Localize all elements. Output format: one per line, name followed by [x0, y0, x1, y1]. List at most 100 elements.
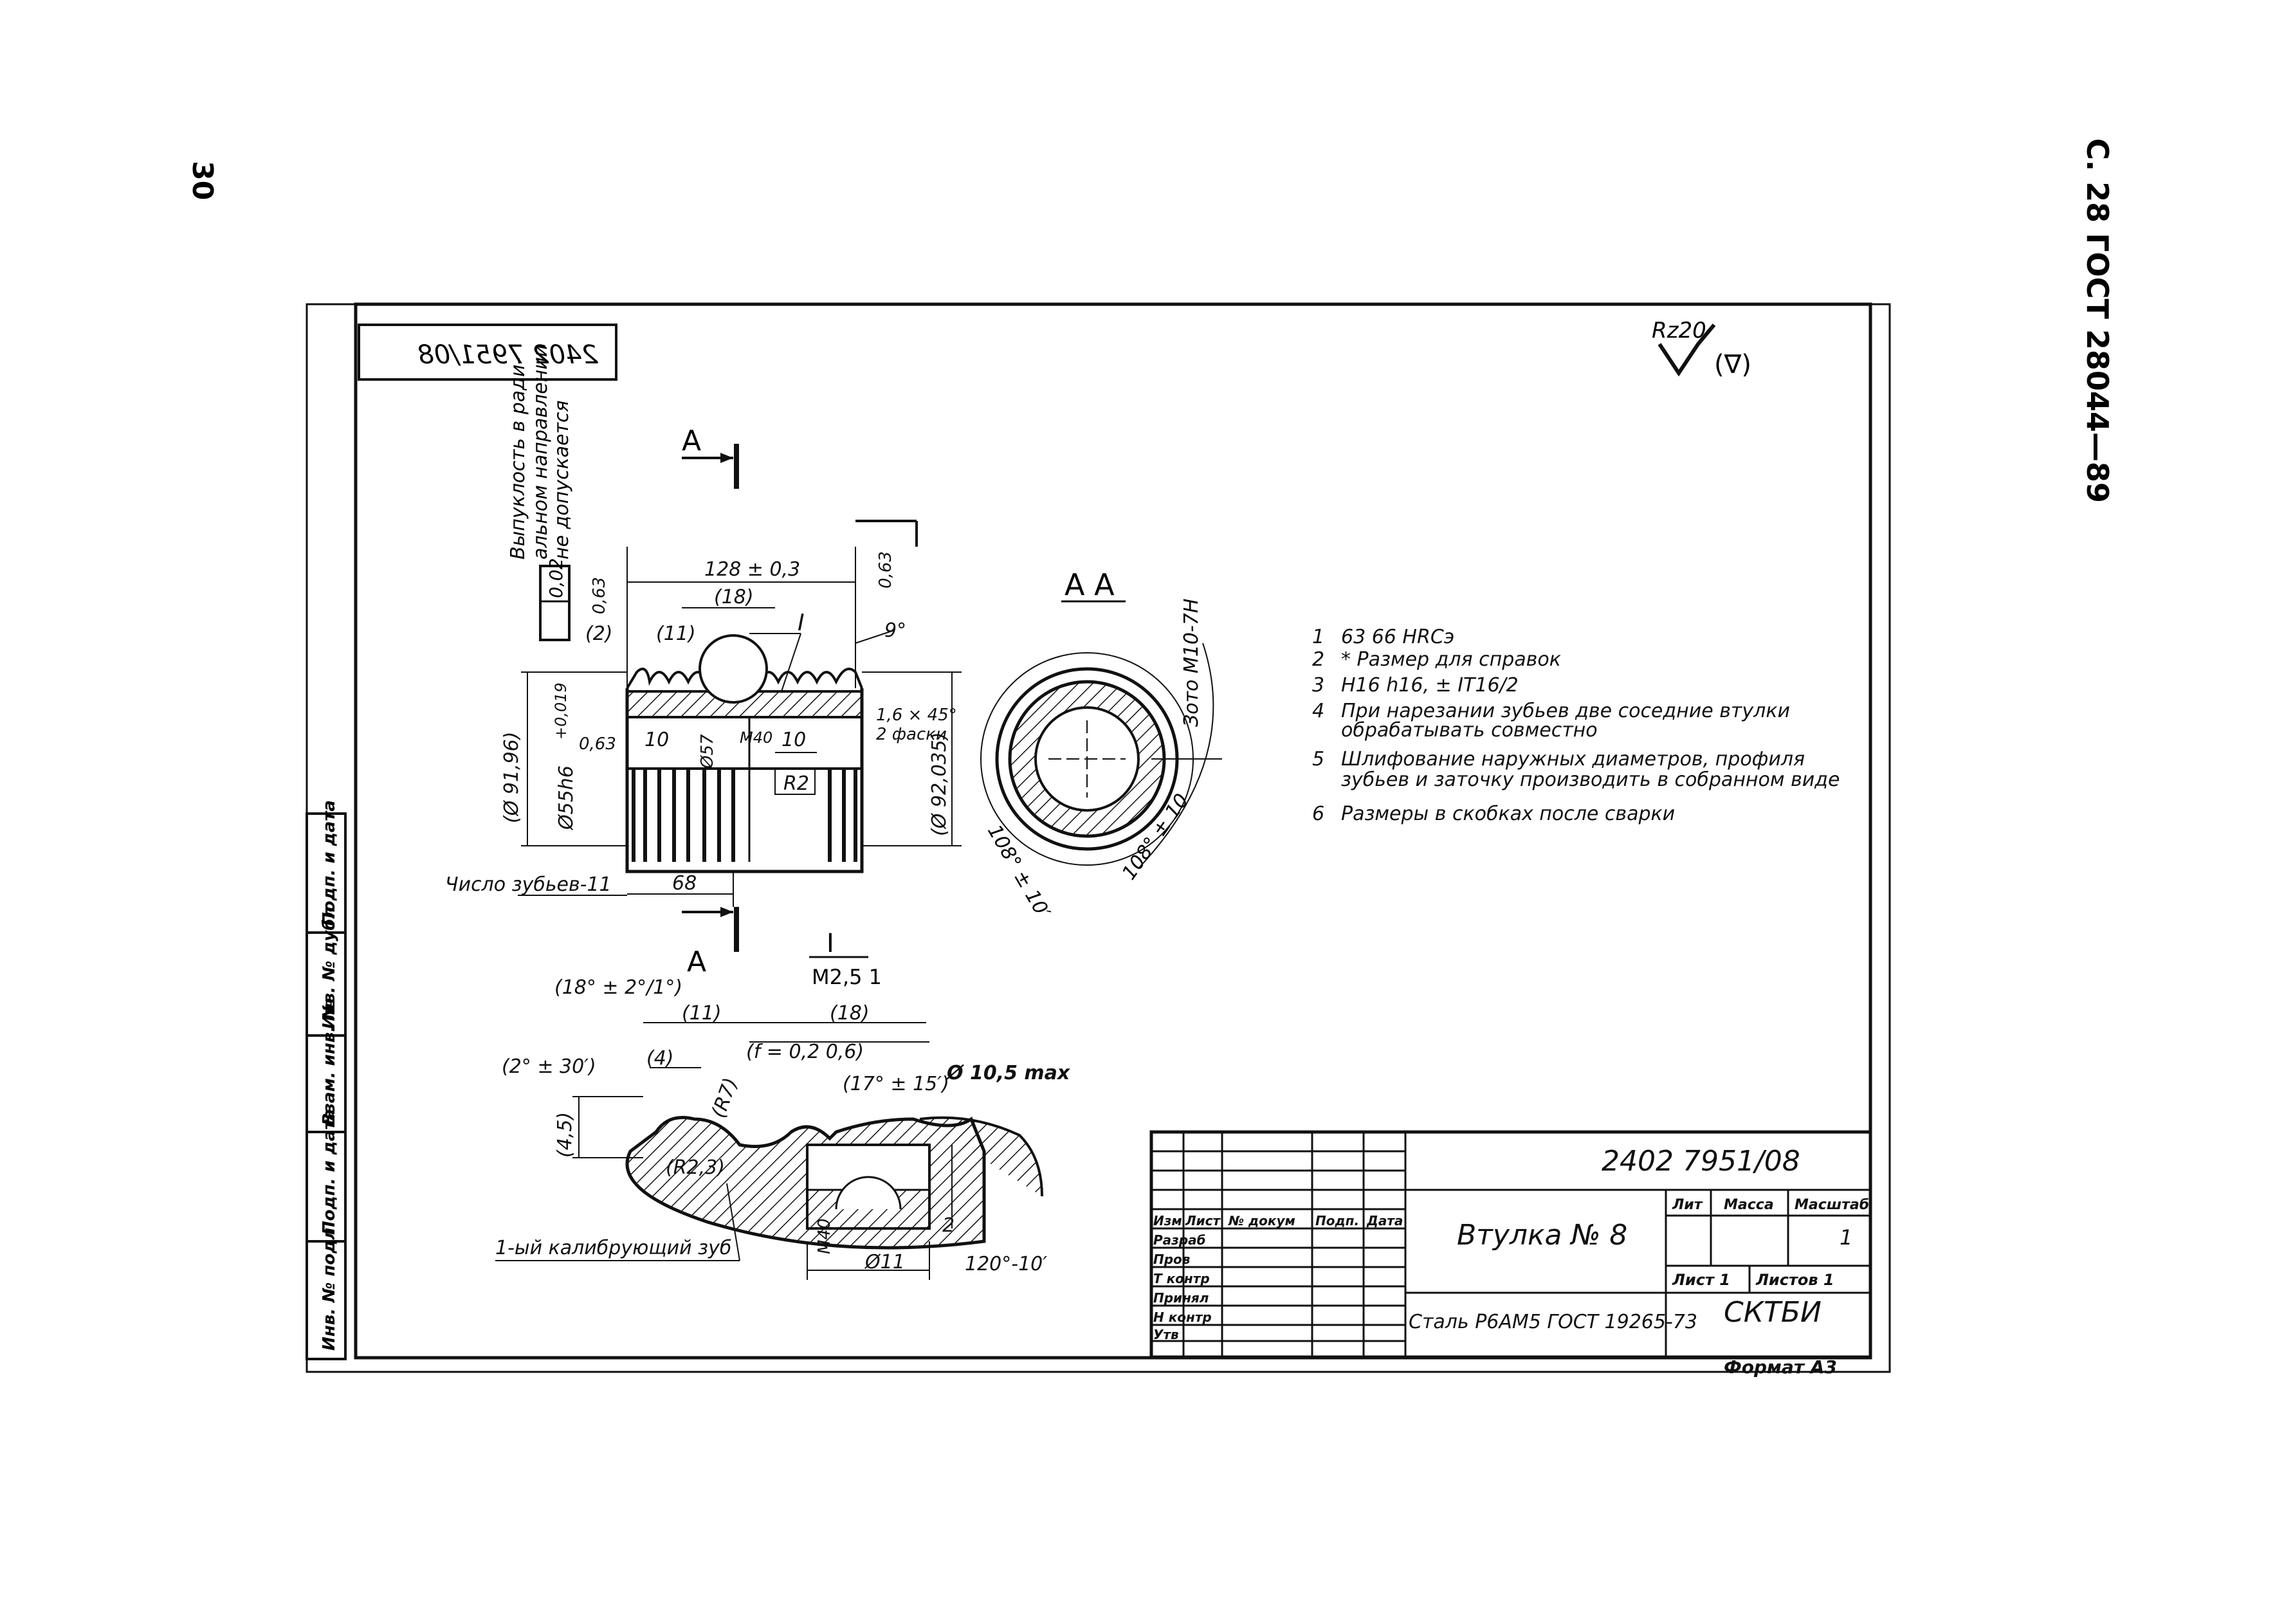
svg-text:(17° ± 15′): (17° ± 15′)	[843, 1073, 949, 1095]
svg-text:Инв. № подл: Инв. № подл	[320, 1228, 339, 1351]
svg-text:При нарезании зубьев две сосед: При нарезании зубьев две соседние втулки	[1341, 700, 1790, 722]
svg-text:Инв. № дубл: Инв. № дубл	[320, 906, 339, 1029]
svg-text:Принял: Принял	[1153, 1290, 1209, 1306]
section-marker-top: A	[682, 424, 739, 489]
svg-text:Лит: Лит	[1672, 1197, 1703, 1213]
svg-text:Разраб: Разраб	[1153, 1232, 1206, 1248]
svg-text:(11): (11)	[682, 1002, 722, 1025]
svg-text:(4,5): (4,5)	[554, 1112, 576, 1158]
roughness-symbol: Rz20 (∇)	[1652, 318, 1751, 379]
svg-text:1: 1	[1312, 626, 1324, 648]
svg-text:1,6 × 45°: 1,6 × 45°	[876, 706, 957, 725]
tolerance-frame: 0,02	[539, 558, 571, 641]
svg-text:120°-10′: 120°-10′	[965, 1253, 1047, 1275]
title-block: 2402 7951/08 Втулка № 8 Сталь Р6АМ5 ГОСТ…	[1149, 1130, 1872, 1378]
technical-notes: 1 63 66 HRCэ 2 * Размер для справок 3 H1…	[1312, 626, 1840, 825]
svg-text:альном направлении: альном направлении	[529, 345, 552, 560]
svg-text:Дата: Дата	[1366, 1213, 1403, 1228]
svg-text:Зото M10-7H: Зото M10-7H	[1180, 599, 1203, 727]
svg-text:2 фаски: 2 фаски	[876, 725, 947, 744]
detail-dimensions: (18° ± 2°/1°) (11) (18) (2° ± 30′) (4) (…	[495, 976, 1071, 1275]
svg-text:Ø11: Ø11	[864, 1251, 905, 1273]
svg-text:128 ± 0,3: 128 ± 0,3	[704, 558, 800, 581]
svg-text:1: 1	[1840, 1225, 1852, 1250]
svg-text:Подп. и дата: Подп. и дата	[320, 800, 339, 926]
svg-text:обрабатывать совместно: обрабатывать совместно	[1341, 719, 1598, 742]
detail-view: I M2,5 1	[495, 929, 1043, 1280]
svg-text:(2° ± 30′): (2° ± 30′)	[502, 1055, 596, 1078]
svg-text:10: 10	[781, 729, 806, 751]
main-view-dimensions: 128 ± 0,3 (18) (11) (2) 9° I 0,63 0,63 0…	[445, 551, 957, 896]
right-page-header: С. 28 ГОСТ 28044—89	[2080, 138, 2115, 503]
svg-text:Число зубьев-11: Число зубьев-11	[445, 873, 612, 896]
svg-text:H16 h16, ± IT16/2: H16 h16, ± IT16/2	[1341, 674, 1519, 697]
svg-text:Подп.: Подп.	[1315, 1213, 1359, 1228]
svg-text:(f = 0,2 0,6): (f = 0,2 0,6)	[746, 1041, 864, 1063]
svg-text:+0,019: +0,019	[552, 682, 570, 740]
svg-text:(18): (18)	[830, 1002, 870, 1025]
svg-text:0,63: 0,63	[579, 734, 616, 754]
svg-text:2402 7951/08: 2402 7951/08	[417, 340, 598, 370]
svg-text:M40: M40	[815, 1218, 834, 1254]
svg-text:1-ый калибрующий зуб: 1-ый калибрующий зуб	[495, 1237, 731, 1259]
svg-text:Листов 1: Листов 1	[1755, 1271, 1834, 1289]
svg-text:0,63: 0,63	[876, 551, 895, 588]
svg-text:Масса: Масса	[1724, 1197, 1774, 1213]
svg-text:A A: A A	[1064, 567, 1115, 602]
svg-text:не допускается: не допускается	[551, 400, 573, 560]
svg-text:Изм: Изм	[1153, 1213, 1182, 1228]
svg-text:I: I	[798, 610, 805, 636]
side-strip: Инв. № подл Подп. и дата Взам. инв. № Ин…	[306, 800, 347, 1360]
svg-text:зубьев и заточку производить в: зубьев и заточку производить в собранном…	[1341, 769, 1840, 791]
svg-text:5: 5	[1312, 748, 1324, 771]
mirrored-stamp: 2402 7951/08	[358, 324, 617, 381]
svg-text:* Размер для справок: * Размер для справок	[1341, 648, 1561, 671]
section-marker-bottom: A	[682, 907, 739, 978]
svg-text:Н контр: Н контр	[1153, 1309, 1212, 1325]
svg-text:R2: R2	[783, 772, 809, 795]
svg-text:3: 3	[1312, 674, 1324, 697]
svg-text:(∇): (∇)	[1714, 350, 1751, 379]
svg-text:(2): (2)	[585, 623, 613, 645]
svg-text:Ø57: Ø57	[698, 734, 717, 769]
svg-text:Ø55h6: Ø55h6	[555, 765, 578, 831]
svg-text:10: 10	[644, 729, 669, 751]
svg-text:№ докум: № докум	[1228, 1213, 1295, 1228]
svg-text:A: A	[682, 424, 701, 457]
svg-text:(4): (4)	[646, 1047, 674, 1070]
svg-text:Утв: Утв	[1153, 1327, 1179, 1342]
svg-text:4: 4	[1312, 700, 1324, 722]
svg-text:(R2,3): (R2,3)	[666, 1156, 725, 1179]
svg-text:63 66 HRCэ: 63 66 HRCэ	[1341, 626, 1454, 648]
svg-text:A: A	[687, 945, 706, 978]
svg-text:6: 6	[1312, 803, 1324, 825]
svg-text:(Ø 91,96): (Ø 91,96)	[500, 732, 523, 823]
svg-text:Формат A3: Формат A3	[1724, 1356, 1837, 1378]
svg-text:Взам. инв. №: Взам. инв. №	[320, 1000, 339, 1126]
svg-text:Rz20: Rz20	[1652, 318, 1706, 343]
section-a-a: A A Зото M10-7H 108° ± 10′ 108° ± 10	[980, 567, 1222, 922]
svg-text:2: 2	[942, 1214, 955, 1237]
svg-text:Т контр: Т контр	[1153, 1271, 1210, 1286]
svg-text:Масштаб: Масштаб	[1795, 1197, 1869, 1213]
bushing-main-view	[521, 520, 962, 907]
svg-text:Размеры в скобках после сварки: Размеры в скобках после сварки	[1341, 803, 1675, 825]
svg-text:Выпуклость в ради-: Выпуклость в ради-	[507, 358, 529, 560]
svg-text:(18): (18)	[714, 586, 754, 608]
svg-text:Сталь Р6АМ5 ГОСТ 19265-73: Сталь Р6АМ5 ГОСТ 19265-73	[1409, 1311, 1697, 1333]
svg-text:Лист: Лист	[1185, 1213, 1221, 1228]
svg-text:0,63: 0,63	[590, 577, 609, 614]
svg-text:68: 68	[672, 872, 697, 895]
svg-text:(Ø 92,035): (Ø 92,035)	[928, 732, 951, 836]
svg-text:Шлифование наружных диаметров,: Шлифование наружных диаметров, профиля	[1341, 748, 1805, 771]
svg-text:Лист 1: Лист 1	[1672, 1271, 1730, 1289]
vertical-note: Выпуклость в ради- альном направлении не…	[507, 345, 573, 560]
svg-text:Втулка № 8: Втулка № 8	[1457, 1219, 1627, 1252]
svg-text:(11): (11)	[656, 623, 696, 645]
svg-text:Пров: Пров	[1153, 1252, 1190, 1267]
svg-text:2402 7951/08: 2402 7951/08	[1602, 1145, 1800, 1178]
svg-text:I: I	[827, 929, 834, 958]
svg-text:(18° ± 2°/1°): (18° ± 2°/1°)	[554, 976, 682, 999]
svg-text:M2,5 1: M2,5 1	[812, 965, 882, 989]
